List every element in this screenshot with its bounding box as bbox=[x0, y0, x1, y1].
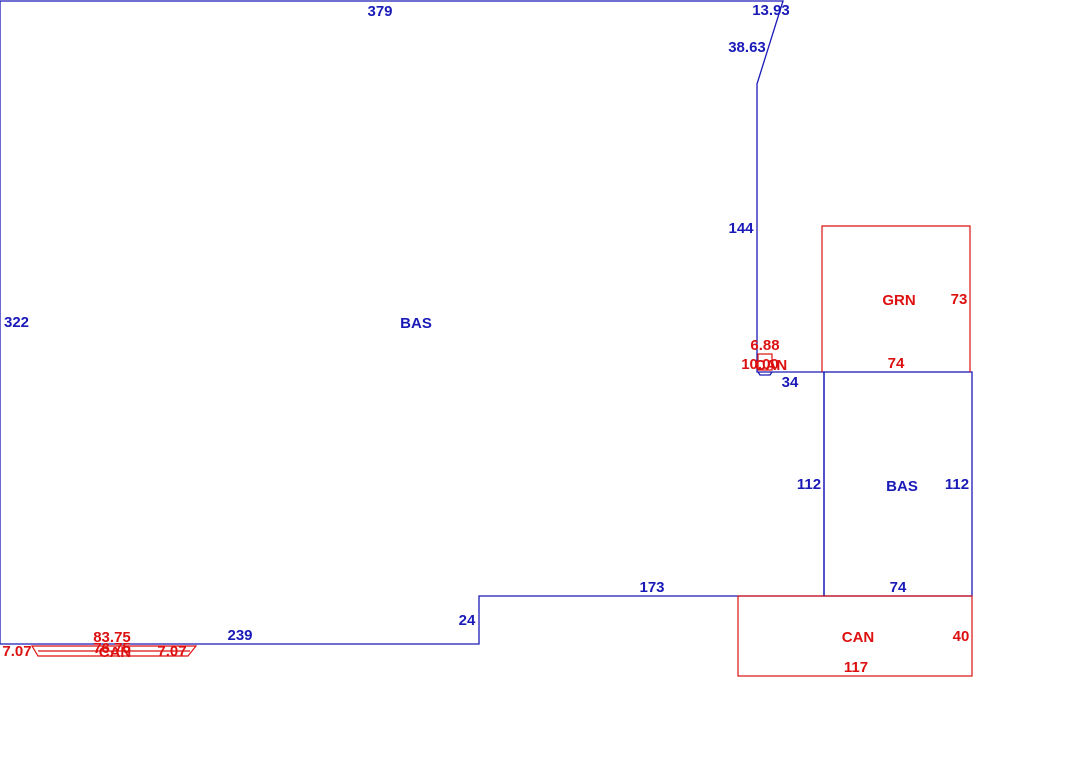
dim-canopy-right-bottom: 117 bbox=[844, 659, 868, 676]
dim-annex-left: 112 bbox=[797, 476, 821, 493]
dim-step-24: 24 bbox=[459, 612, 476, 629]
canopy-right-label: CAN bbox=[842, 629, 875, 646]
garage-outline bbox=[821, 225, 971, 372]
garage-label: GRN bbox=[882, 292, 915, 309]
dim-top-right-b: 38.63 bbox=[728, 39, 766, 56]
canopy-small-label: CAN bbox=[755, 357, 788, 374]
dim-top-right-a: 13.93 bbox=[752, 2, 790, 19]
dim-annex-bottom: 74 bbox=[890, 579, 907, 596]
canopy-left-outline bbox=[30, 645, 198, 657]
canopy-small-outline bbox=[757, 353, 773, 371]
dim-canopy-left-bottom: 76.75 bbox=[93, 640, 131, 657]
dim-canopy-left-end-a: 7.07 bbox=[2, 643, 31, 660]
canopy-small-tab bbox=[757, 371, 773, 376]
dim-small-top: 6.88 bbox=[750, 337, 779, 354]
dim-canopy-left-end-b: 7.07 bbox=[157, 643, 186, 660]
bas-annex-label: BAS bbox=[886, 478, 918, 495]
dim-step-34: 34 bbox=[782, 374, 799, 391]
dim-left: 322 bbox=[4, 314, 29, 331]
canopy-right-outline bbox=[737, 595, 973, 677]
dim-annex-right: 112 bbox=[945, 476, 969, 493]
canopy-left-label: CAN bbox=[99, 644, 132, 661]
dim-small-left: 10.00 bbox=[741, 356, 779, 373]
dim-bottom-left: 239 bbox=[227, 627, 252, 644]
dim-bottom-middle: 173 bbox=[639, 579, 664, 596]
bas-main-label: BAS bbox=[400, 315, 432, 332]
dim-top: 379 bbox=[367, 3, 392, 20]
dim-right-upper: 144 bbox=[728, 220, 754, 237]
dim-garage-bottom: 74 bbox=[888, 355, 905, 372]
dim-canopy-left-top: 83.75 bbox=[93, 629, 131, 646]
dim-canopy-right-side: 40 bbox=[953, 628, 970, 645]
dim-garage-right: 73 bbox=[951, 291, 968, 308]
